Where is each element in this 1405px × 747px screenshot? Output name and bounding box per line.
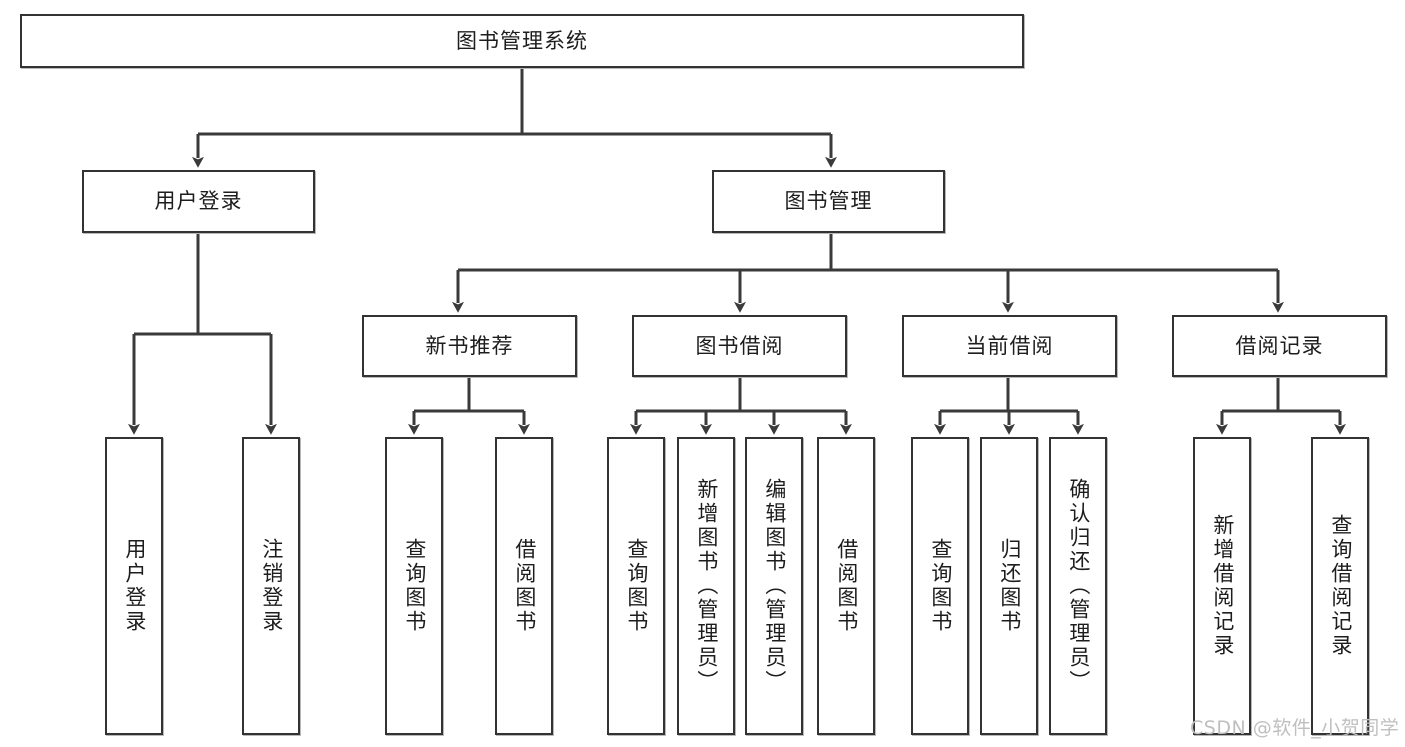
node-label: 图书管理 [784, 189, 873, 214]
node-label: 查询借阅记录 [1328, 514, 1353, 658]
node-label: 查询图书 [624, 538, 649, 634]
node-label: 图书借阅 [695, 333, 784, 358]
node-label: 借阅图书 [834, 538, 859, 634]
node-label: 注销登录 [259, 538, 284, 634]
node-leaf-new-book-query[interactable]: 查询图书 [385, 437, 443, 735]
node-label: 新增借阅记录 [1210, 514, 1235, 658]
node-label: 编辑图书（管理员） [762, 478, 787, 694]
node-leaf-borrow-records-query[interactable]: 查询借阅记录 [1311, 437, 1369, 735]
node-book-management[interactable]: 图书管理 [712, 170, 945, 233]
node-leaf-book-borrow-borrow[interactable]: 借阅图书 [817, 437, 875, 735]
node-label: 用户登录 [154, 189, 243, 214]
node-label: 当前借阅 [965, 333, 1054, 358]
node-current-borrow[interactable]: 当前借阅 [902, 315, 1117, 377]
node-leaf-book-borrow-add[interactable]: 新增图书（管理员） [677, 437, 735, 735]
csdn-watermark: CSDN @软件_小贺同学 [1190, 717, 1400, 739]
node-leaf-book-borrow-edit[interactable]: 编辑图书（管理员） [745, 437, 803, 735]
node-label: 归还图书 [997, 538, 1022, 634]
node-leaf-book-borrow-query[interactable]: 查询图书 [607, 437, 665, 735]
node-label: 借阅记录 [1235, 333, 1324, 358]
node-leaf-user-login-logout[interactable]: 注销登录 [242, 437, 300, 735]
node-borrow-records[interactable]: 借阅记录 [1172, 315, 1387, 377]
node-leaf-current-borrow-query[interactable]: 查询图书 [911, 437, 969, 735]
node-new-book-recommend[interactable]: 新书推荐 [362, 315, 577, 377]
node-label: 查询图书 [402, 538, 427, 634]
node-leaf-user-login-login[interactable]: 用户登录 [105, 437, 163, 735]
node-leaf-current-borrow-confirm-return[interactable]: 确认归还（管理员） [1049, 437, 1107, 735]
node-label: 确认归还（管理员） [1066, 478, 1091, 694]
node-leaf-borrow-records-add[interactable]: 新增借阅记录 [1193, 437, 1251, 735]
node-label: 新书推荐 [425, 333, 514, 358]
node-user-login[interactable]: 用户登录 [82, 170, 315, 233]
node-label: 借阅图书 [512, 538, 537, 634]
node-leaf-current-borrow-return[interactable]: 归还图书 [980, 437, 1038, 735]
node-label: 图书管理系统 [456, 28, 588, 53]
node-label: 用户登录 [122, 538, 147, 634]
node-book-borrow[interactable]: 图书借阅 [632, 315, 847, 377]
node-leaf-new-book-borrow[interactable]: 借阅图书 [495, 437, 553, 735]
node-root-book-management-system[interactable]: 图书管理系统 [20, 14, 1024, 68]
node-label: 查询图书 [928, 538, 953, 634]
node-label: 新增图书（管理员） [694, 478, 719, 694]
